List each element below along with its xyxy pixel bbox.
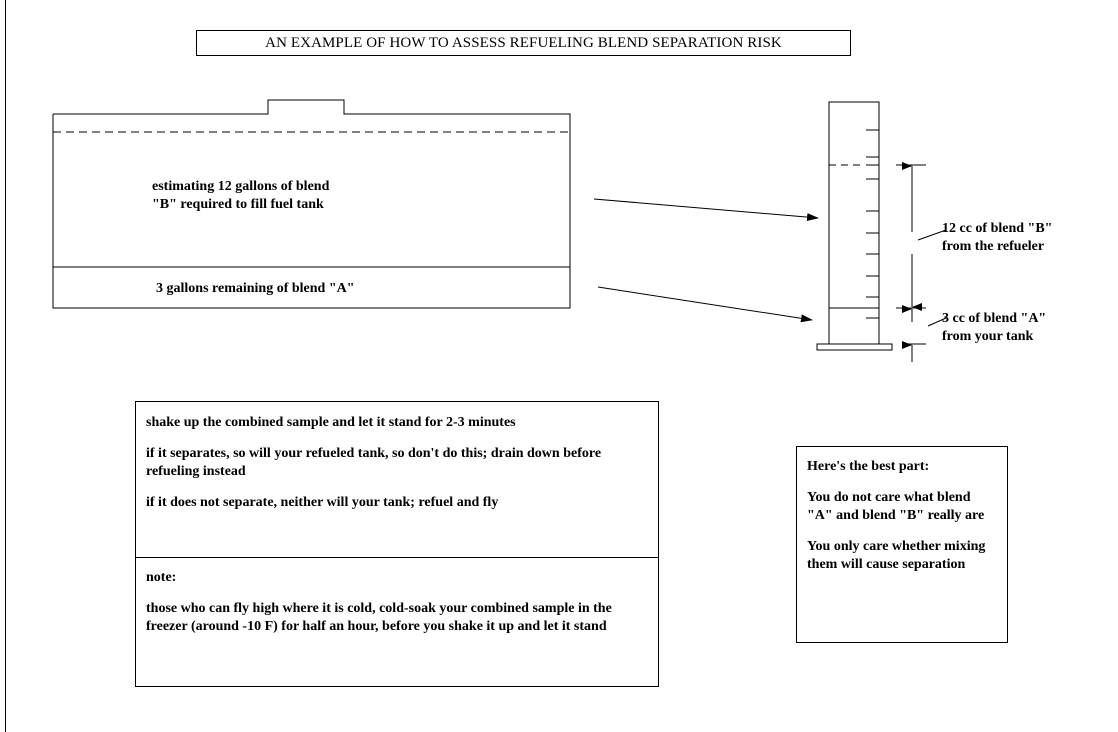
tank-remaining-label: 3 gallons remaining of blend "A" <box>156 281 355 296</box>
best-part-box: Here's the best part: You do not care wh… <box>796 446 1008 643</box>
cylinder-blend-a-label: 3 cc of blend "A" from your tank <box>942 311 1047 344</box>
cylinder-tick-marks <box>866 129 879 319</box>
dimension-blend-a <box>902 305 947 362</box>
instruction-separates: if it separates, so will your refueled t… <box>146 446 602 479</box>
diagram-title: AN EXAMPLE OF HOW TO ASSESS REFUELING BL… <box>196 30 851 56</box>
fuel-tank <box>52 99 571 309</box>
instructions-box: shake up the combined sample and let it … <box>135 401 659 558</box>
best-part-text-1: You do not care what blend "A" and blend… <box>807 490 985 523</box>
best-part-heading: Here's the best part: <box>807 459 930 474</box>
cylinder-blend-b-label: 12 cc of blend "B" from the refueler <box>942 221 1053 254</box>
leader-blend-b <box>917 229 947 241</box>
note-box: note: those who can fly high where it is… <box>135 557 659 687</box>
note-text: those who can fly high where it is cold,… <box>146 601 612 634</box>
arrow-blend-b <box>593 198 819 222</box>
note-heading: note: <box>146 570 177 585</box>
page-border <box>5 0 6 732</box>
instruction-shake: shake up the combined sample and let it … <box>146 415 516 430</box>
arrow-blend-a <box>597 286 813 323</box>
leader-blend-a <box>927 317 947 327</box>
graduated-cylinder <box>816 101 893 351</box>
instruction-no-separate: if it does not separate, neither will yo… <box>146 495 499 510</box>
tank-estimate-label: estimating 12 gallons of blend "B" requi… <box>152 179 330 212</box>
best-part-text-2: You only care whether mixing them will c… <box>807 539 986 572</box>
cylinder-base <box>816 343 893 351</box>
dimension-blend-b <box>896 162 947 311</box>
fuel-tank-outline <box>52 99 571 309</box>
